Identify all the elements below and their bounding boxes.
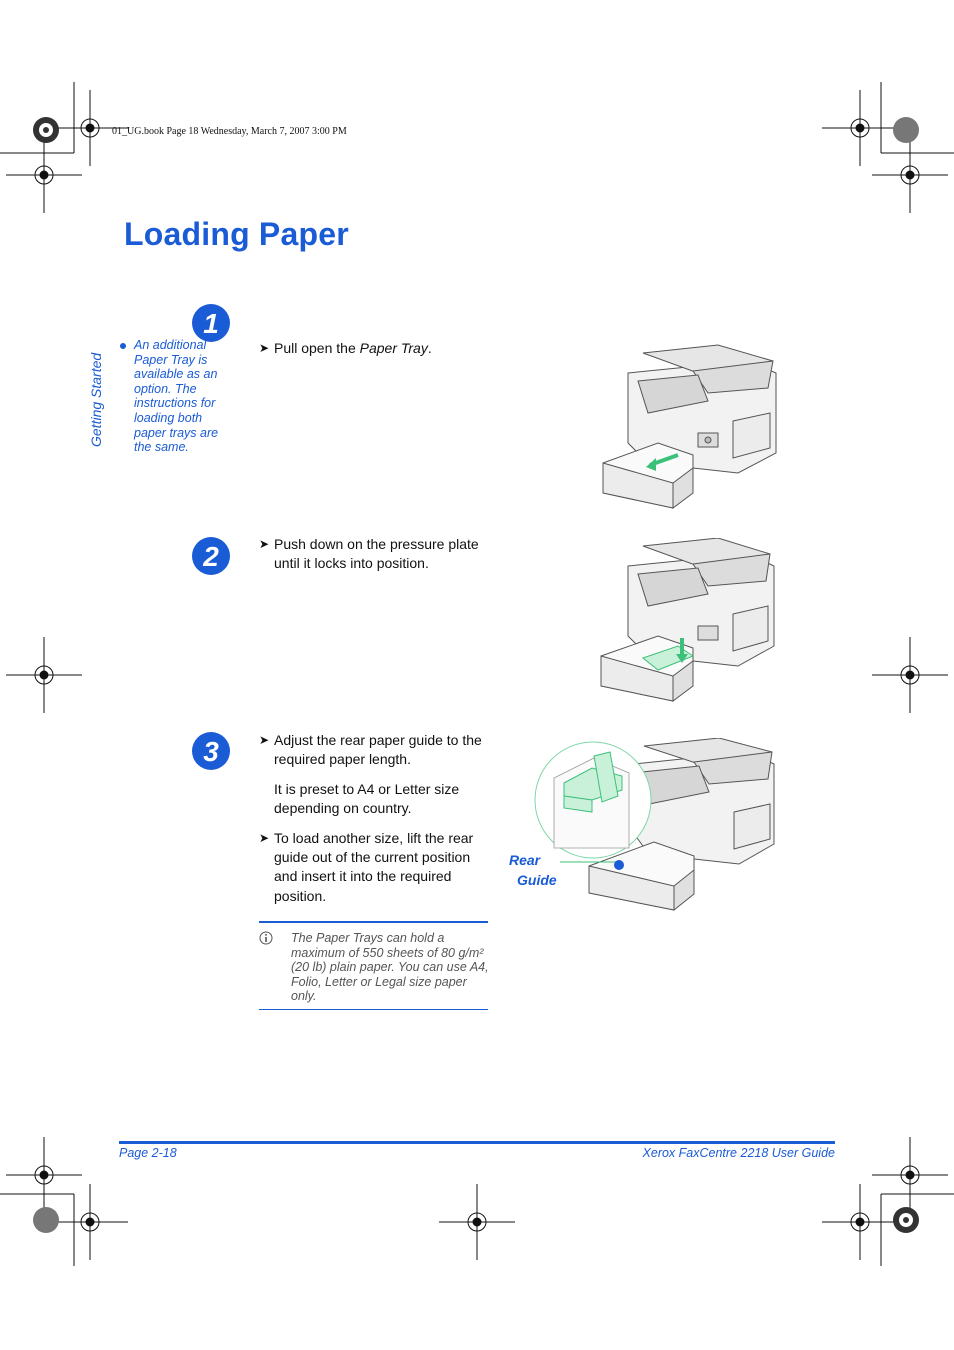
callout-label-line1: Rear (509, 852, 541, 868)
print-slug: 01_UG.book Page 18 Wednesday, March 7, 2… (112, 126, 347, 137)
arrow-bullet-icon: ➤ (259, 733, 270, 747)
step-1-badge: 1 (192, 304, 230, 342)
step-1-instructions: ➤ Pull open the Paper Tray. (259, 339, 487, 358)
instruction-bullet: ➤ Push down on the pressure plate until … (259, 536, 479, 572)
page-title: Loading Paper (124, 216, 349, 252)
printer-tray-open-illustration (602, 344, 777, 509)
sidenote-text: An additional Paper Tray is available as… (134, 338, 219, 455)
section-side-tab: Getting Started (80, 335, 114, 447)
bullet-dot-icon (120, 343, 126, 349)
step-2-number: 2 (202, 541, 219, 572)
step-3-badge: 3 (192, 732, 230, 770)
instruction-bullet: ➤ Adjust the rear paper guide to the req… (259, 732, 482, 768)
step-2-badge: 2 (192, 537, 230, 575)
step-1-number: 1 (203, 308, 219, 339)
side-tab-label: Getting Started (88, 352, 104, 447)
step-2-instructions: ➤ Push down on the pressure plate until … (259, 535, 487, 574)
arrow-bullet-icon: ➤ (259, 341, 270, 355)
sidenote: An additional Paper Tray is available as… (120, 338, 228, 455)
instruction-bullet: ➤ Pull open the Paper Tray. (259, 339, 487, 358)
instruction-paragraph: It is preset to A4 or Letter size depend… (274, 780, 460, 817)
footer-rule (119, 1141, 835, 1144)
instruction-bullet: ➤ To load another size, lift the rear gu… (259, 829, 474, 904)
info-icon (259, 931, 273, 945)
arrow-bullet-icon: ➤ (259, 537, 270, 551)
page-number: Page 2-18 (119, 1146, 177, 1160)
arrow-bullet-icon: ➤ (259, 830, 270, 845)
step-3-instructions: ➤ Adjust the rear paper guide to the req… (259, 731, 487, 906)
note-box: The Paper Trays can hold a maximum of 55… (259, 921, 489, 1010)
callout-label-line2: Guide (517, 872, 557, 888)
rear-guide-illustration (534, 738, 775, 912)
pressure-plate-illustration (600, 538, 775, 702)
guide-title: Xerox FaxCentre 2218 User Guide (642, 1146, 835, 1160)
note-text: The Paper Trays can hold a maximum of 55… (291, 931, 489, 1004)
step-3-number: 3 (203, 736, 219, 767)
